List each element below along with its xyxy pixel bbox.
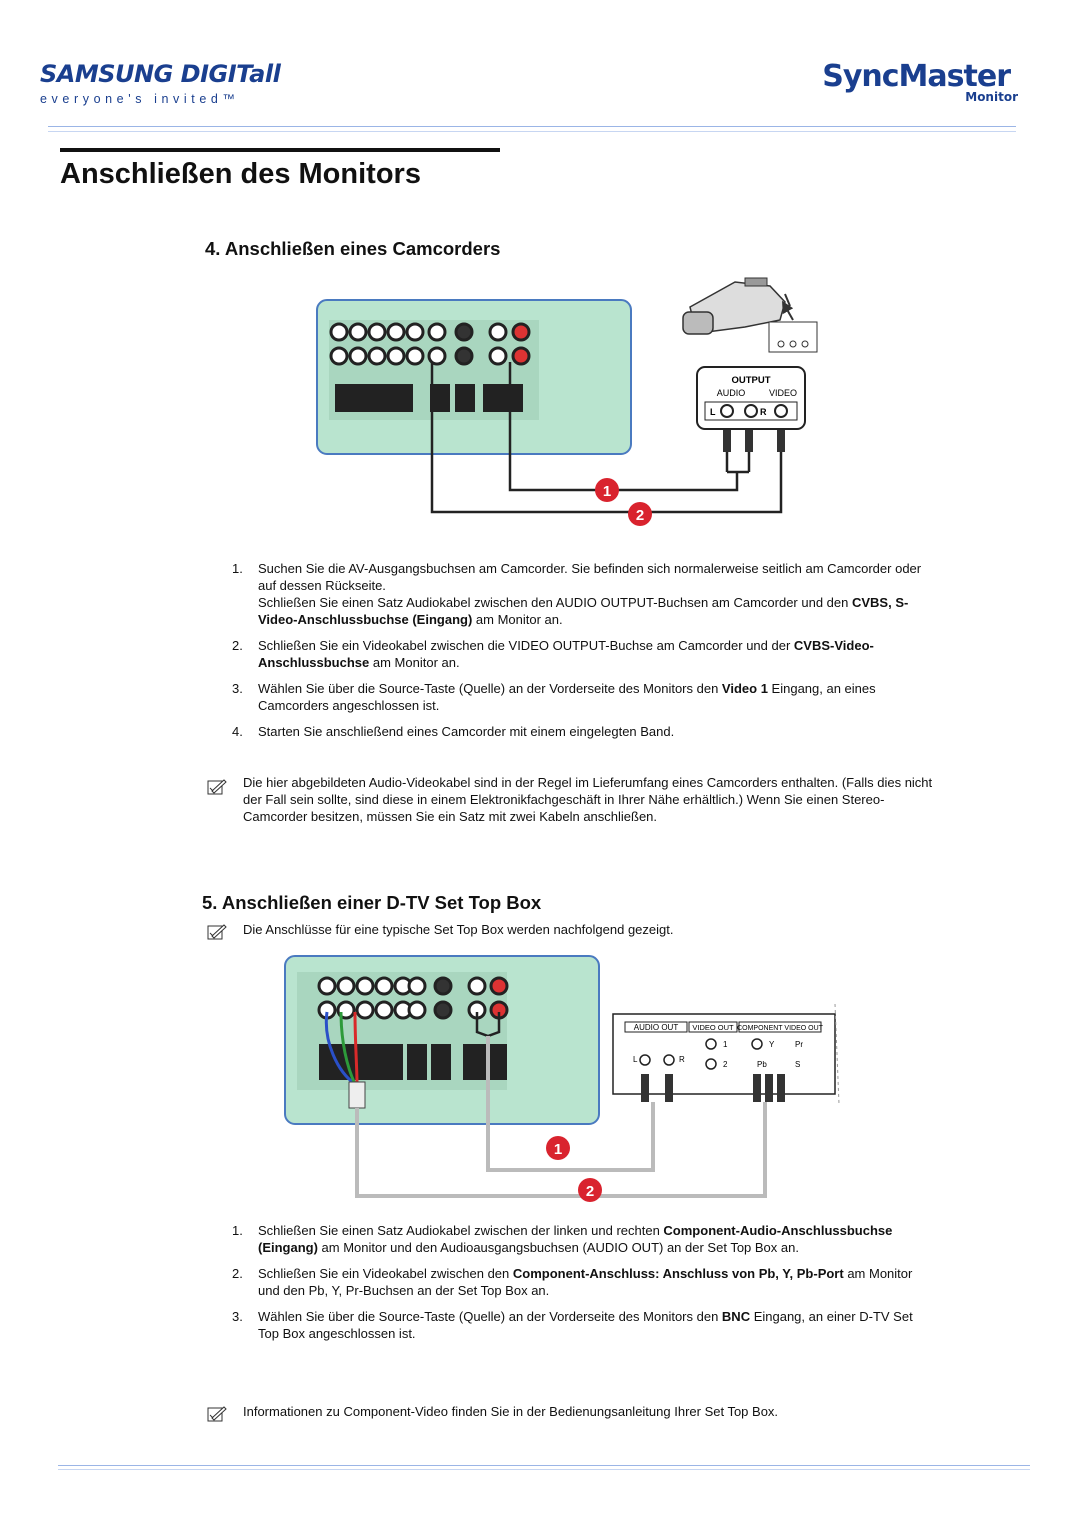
callout-1-text: 1 [554,1141,562,1158]
jack-connector [427,322,447,342]
product-sub: Monitor [965,90,1018,104]
jack-connector [433,976,453,996]
callout-1 [595,478,619,502]
camcorder-connection-diagram: OUTPUT AUDIO VIDEO L R 1 2 [316,277,818,526]
jack-connector [386,322,406,342]
stb-pr: Pr [795,1040,803,1049]
rgb-label-block [335,384,413,412]
jack-connector [348,346,368,366]
stb-y: Y [769,1040,775,1049]
stb-l-label: L [633,1055,638,1064]
jack-connector [407,1000,427,1020]
brand-tagline: everyone's invited™ [40,92,240,106]
jack-connector [386,346,406,366]
audio-label-block [483,384,523,412]
audio-out-label: AUDIO OUT [634,1023,679,1032]
callout-2-text: 2 [586,1183,594,1200]
jack-connector [355,1000,375,1020]
list-item: 2. Schließen Sie ein Videokabel zwischen… [232,1266,913,1298]
jack-connector [405,346,425,366]
product-name: SyncMaster [822,59,1011,94]
camcorder-note: Die hier abgebildeten Audio-Videokabel s… [243,775,933,824]
monitor-jacks [317,976,509,1020]
jack-connector [467,976,487,996]
jack-connector [427,346,447,366]
jack-connector [511,346,531,366]
note-pencil-icon [207,924,227,940]
video-out-label: VIDEO OUT [692,1023,734,1032]
audio-cable [486,1036,655,1172]
video-label: VIDEO [769,388,797,398]
stb-one: 1 [723,1040,728,1049]
list-item: 1. Suchen Sie die AV-Ausgangsbuchsen am … [232,561,922,627]
brand-name: SAMSUNG DIGITall [40,60,281,88]
jack-connector [329,322,349,342]
output-label: OUTPUT [731,375,770,386]
callout-2-text: 2 [636,507,644,524]
list-item: 4. Starten Sie anschließend eines Camcor… [232,724,675,739]
jack-connector [488,346,508,366]
jack-connector [511,322,531,342]
note-pencil-icon [207,779,227,795]
page-title: Anschließen des Monitors [60,158,421,190]
component-out-label: COMPONENT VIDEO OUT [737,1025,824,1032]
video-label-block [430,384,450,412]
list-item: 3. Wählen Sie über die Source-Taste (Que… [232,1309,913,1341]
jack-connector [317,976,337,996]
note-pencil-icon [207,1406,227,1422]
jack-connector [367,346,387,366]
set-top-box-connection-diagram: AUDIO OUT VIDEO OUT COMPONENT VIDEO OUT … [284,955,840,1202]
header-divider-2 [48,131,1016,132]
camcorder-icon [682,277,791,335]
stb-two: 2 [723,1060,728,1069]
samsung-logo: SAMSUNG DIGITall everyone's invited™ [40,60,281,106]
audio-label: AUDIO [717,388,746,398]
jack-connector [329,346,349,366]
section-4-heading: 4. Anschließen eines Camcorders [205,238,501,259]
list-item: 1. Schließen Sie einen Satz Audiokabel z… [232,1223,893,1255]
l-label: L [710,407,716,417]
monitor-jacks [329,322,531,366]
list-item: 2. Schließen Sie ein Videokabel zwischen… [232,638,874,670]
section-5-heading: 5. Anschließen einer D-TV Set Top Box [202,892,542,913]
syncmaster-logo: SyncMaster Monitor [822,59,1018,105]
r-label: R [760,407,767,417]
svideo-label-block [455,384,475,412]
component-cable [355,1102,767,1198]
camcorder-steps: 1. Suchen Sie die AV-Ausgangsbuchsen am … [232,560,922,749]
video-cable [430,362,783,514]
stb-s: S [795,1060,800,1069]
jack-connector [348,322,368,342]
set-top-box-steps: 1. Schließen Sie einen Satz Audiokabel z… [232,1222,922,1351]
jack-connector [374,1000,394,1020]
jack-connector [454,322,474,342]
jack-connector [407,976,427,996]
header-divider [48,126,1016,127]
component-note: Informationen zu Component-Video finden … [243,1404,779,1419]
audio-cable [508,362,739,492]
callout-1-text: 1 [603,483,611,500]
jack-connector [405,322,425,342]
footer-divider-2 [58,1469,1030,1470]
jack-connector [355,976,375,996]
jack-connector [374,976,394,996]
title-rule [60,148,500,152]
callout-2 [578,1178,602,1202]
stb-pb: Pb [757,1060,767,1069]
set-top-box-intro: Die Anschlüsse für eine typische Set Top… [243,922,674,937]
jack-connector [488,322,508,342]
callout-2 [628,502,652,526]
footer-divider [58,1465,1030,1466]
callout-1 [546,1136,570,1160]
jack-connector [454,346,474,366]
jack-connector [367,322,387,342]
stb-r-label: R [679,1055,685,1064]
jack-connector [336,976,356,996]
jack-connector [489,976,509,996]
jack-connector [433,1000,453,1020]
list-item: 3. Wählen Sie über die Source-Taste (Que… [232,681,876,713]
